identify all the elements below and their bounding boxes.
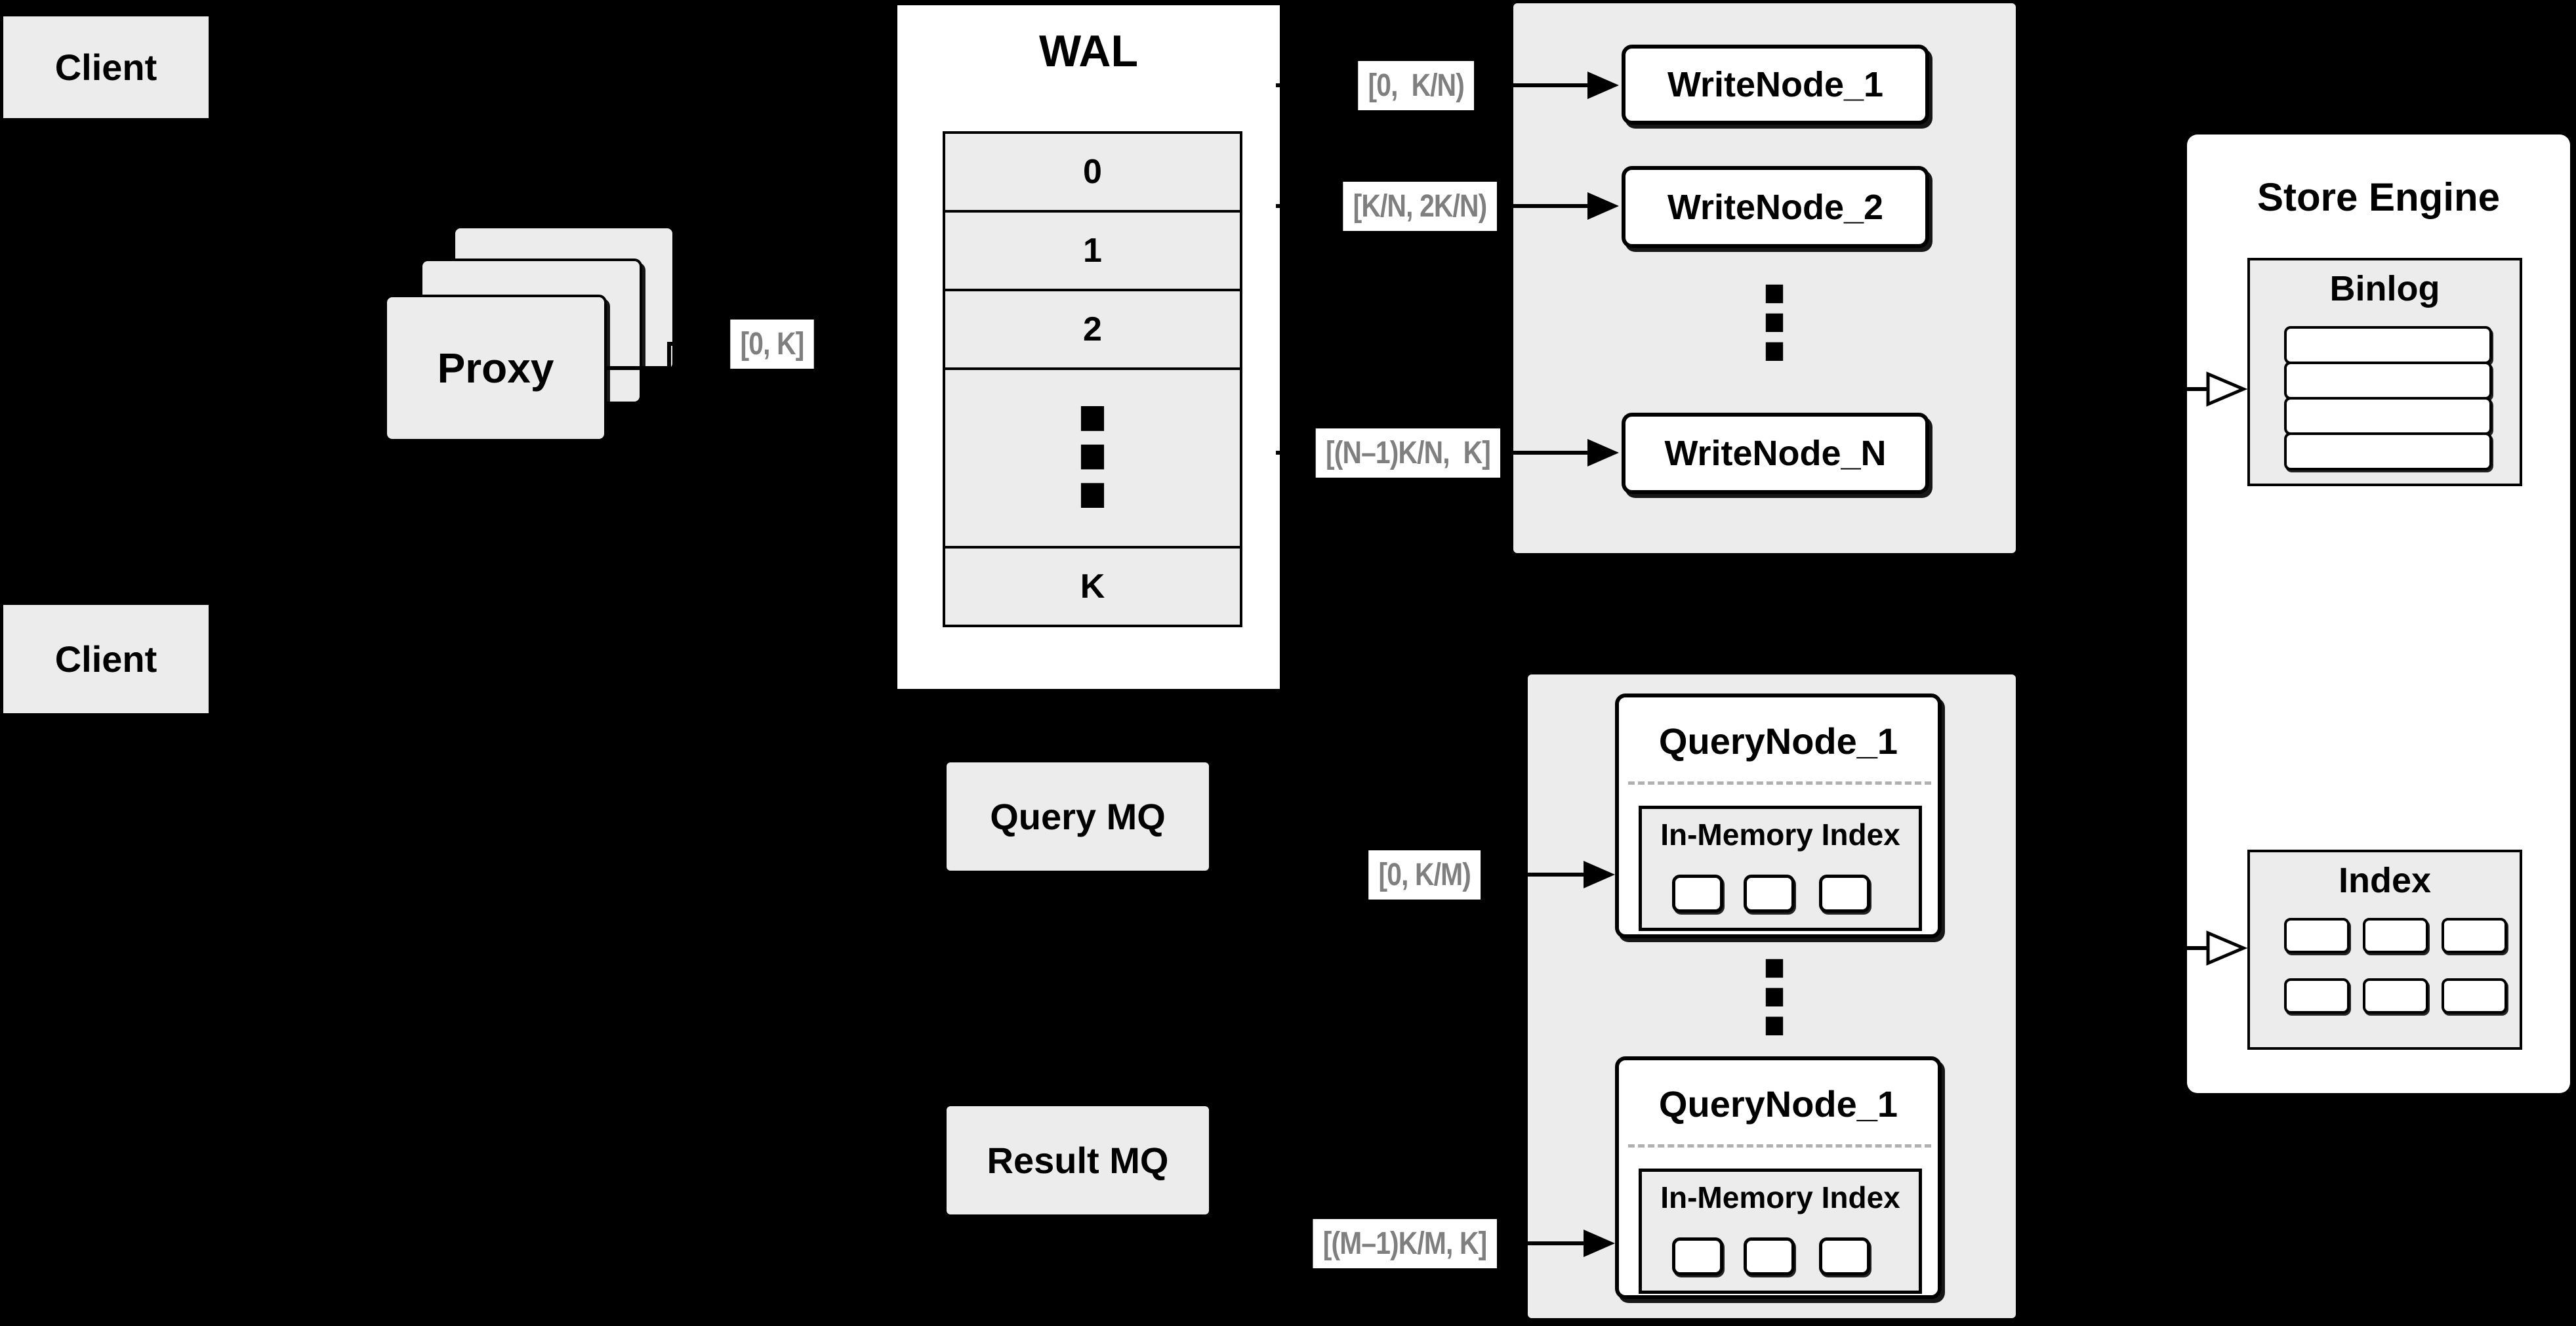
client-box-top: Client <box>3 16 209 118</box>
querynode-1-title: QueryNode_1 <box>1658 720 1898 762</box>
in-memory-index-title: In-Memory Index <box>1660 1180 1900 1214</box>
querynode-m-box: QueryNode_1 In-Memory Index <box>1615 1056 1942 1299</box>
proxy-card-front: Proxy <box>384 295 607 442</box>
querynode-group: QueryNode_1 In-Memory Index ⋮ QueryNode_… <box>1528 674 2016 1318</box>
querynode-1-box: QueryNode_1 In-Memory Index <box>1615 694 1942 938</box>
index-cell <box>2284 978 2350 1014</box>
in-memory-index-box: In-Memory Index <box>1639 806 1922 931</box>
index-cell <box>2363 918 2428 953</box>
vertical-ellipsis-icon: ⋮ <box>1725 941 1824 1055</box>
writenode-group: WriteNode_1 WriteNode_2 ⋮ WriteNode_N <box>1513 3 2016 553</box>
querynode-m-title: QueryNode_1 <box>1658 1083 1898 1125</box>
wal-slot-0: 0 <box>943 131 1242 213</box>
wal-title: WAL <box>1038 26 1139 76</box>
writenode-2-box: WriteNode_2 <box>1622 166 1929 248</box>
dashed-divider <box>1628 781 1931 785</box>
index-cell <box>2442 918 2507 953</box>
result-mq-box: Result MQ <box>947 1106 1209 1214</box>
writenode-n-box: WriteNode_N <box>1622 413 1929 494</box>
in-memory-index-box: In-Memory Index <box>1639 1169 1922 1294</box>
binlog-box: Binlog <box>2247 258 2522 486</box>
wal-slot-2: 2 <box>943 289 1242 370</box>
range-label-writenode-1: [0, K/N) <box>1338 59 1474 112</box>
memory-segment-cell <box>1672 1237 1723 1275</box>
index-box: Index <box>2247 850 2522 1050</box>
vertical-ellipsis-icon: ⋮ <box>1725 266 1824 381</box>
range-label-writenode-2: [K/N, 2K/N) <box>1316 180 1497 232</box>
memory-segment-cell <box>1819 1237 1870 1275</box>
wal-slot-ellipsis: ⋮ <box>943 367 1242 549</box>
arrow-client2-to-querymq <box>209 657 947 818</box>
memory-segment-cell <box>1672 875 1723 913</box>
wal-slot-k: K <box>943 546 1242 627</box>
index-cell <box>2363 978 2428 1014</box>
wal-slot-1: 1 <box>943 210 1242 291</box>
binlog-row <box>2284 397 2492 435</box>
range-label-text: [(M–1)K/M, K] <box>1313 1218 1497 1268</box>
range-label-text: [K/N, 2K/N) <box>1343 181 1497 231</box>
index-cell <box>2442 978 2507 1014</box>
range-label-querynode-1: [0, K/M) <box>1349 848 1481 901</box>
client-box-bottom: Client <box>3 605 209 713</box>
memory-segment-cell <box>1819 875 1870 913</box>
store-engine-title: Store Engine <box>2257 175 2501 219</box>
in-memory-index-title: In-Memory Index <box>1660 818 1900 852</box>
range-label-writenode-n: [(N–1)K/N, K] <box>1283 426 1500 479</box>
wal-box: WAL 0 1 2 ⋮ K <box>897 5 1280 689</box>
index-cell <box>2284 918 2350 953</box>
arrowhead-wal <box>869 331 897 356</box>
binlog-row <box>2284 432 2492 470</box>
index-title: Index <box>2338 861 2432 900</box>
dashed-divider <box>1628 1144 1931 1148</box>
range-label-text: [0, K] <box>730 319 814 369</box>
vertical-ellipsis-icon: ⋮ <box>1027 381 1158 534</box>
query-mq-box: Query MQ <box>947 762 1209 871</box>
binlog-row <box>2284 362 2492 400</box>
range-label-text: [(N–1)K/N, K] <box>1315 428 1500 478</box>
binlog-title: Binlog <box>2329 269 2440 308</box>
memory-segment-cell <box>1744 1237 1795 1275</box>
range-label-text: [0, K/M) <box>1368 850 1481 900</box>
writenode-1-box: WriteNode_1 <box>1622 45 1929 125</box>
range-label-querynode-m: [(M–1)K/M, K] <box>1280 1217 1497 1270</box>
range-label-text: [0, K/N) <box>1357 60 1474 110</box>
store-engine-box: Store Engine Binlog Index <box>2187 135 2570 1093</box>
arrowhead-proxy <box>356 356 384 380</box>
arrow-client1-to-proxy <box>209 65 356 370</box>
binlog-row <box>2284 326 2492 364</box>
range-label-proxy-wal: [0, K] <box>674 319 870 369</box>
memory-segment-cell <box>1744 875 1795 913</box>
